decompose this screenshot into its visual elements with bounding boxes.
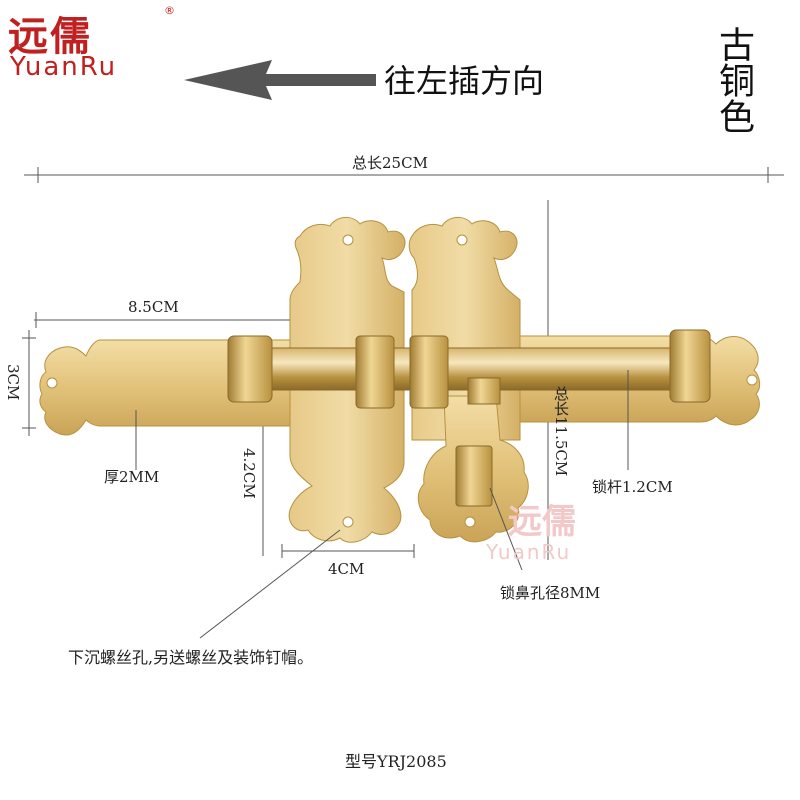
rod-collar — [355, 335, 395, 409]
model-number: 型号YRJ2085 — [345, 752, 447, 771]
total-length-dimension — [24, 167, 784, 183]
rod-collar — [227, 335, 273, 403]
insert-direction-text: 往左插方向 — [384, 62, 545, 100]
rod-collar — [409, 335, 449, 409]
brand-logo-en: YuanRu — [10, 52, 118, 82]
hole-diameter-label: 锁鼻孔径8MM — [500, 584, 601, 602]
rod-diameter-label: 锁杆1.2CM — [592, 478, 673, 496]
hasp-plate — [417, 395, 529, 543]
total-length-label: 总长25CM — [352, 154, 428, 172]
registered-mark: ® — [164, 4, 175, 17]
rod-collar — [669, 329, 711, 403]
arrow-left-icon — [184, 60, 376, 100]
width-mid-dimension — [281, 544, 415, 558]
plate-width-dimension — [22, 330, 36, 436]
color-label: 古铜色 — [713, 26, 754, 134]
plate-length-label: 8.5CM — [128, 298, 179, 316]
watermark-en: YuanRu — [486, 540, 572, 564]
total-height-label: 总长11.5CM — [552, 386, 570, 477]
watermark-cn: 远儒 — [508, 502, 576, 542]
thickness-label: 厚2MM — [104, 468, 160, 486]
leader-lines — [135, 370, 629, 639]
plate-width-label: 3CM — [4, 364, 22, 401]
width-mid-label: 4CM — [328, 560, 365, 578]
brand-logo-cn: 远儒 — [8, 14, 92, 60]
plate-length-dimension — [34, 312, 290, 328]
screw-hole-note: 下沉螺丝孔,另送螺丝及装饰钉帽。 — [68, 648, 314, 667]
height-mid-label: 4.2CM — [240, 448, 258, 499]
bolt-rod — [227, 329, 711, 409]
